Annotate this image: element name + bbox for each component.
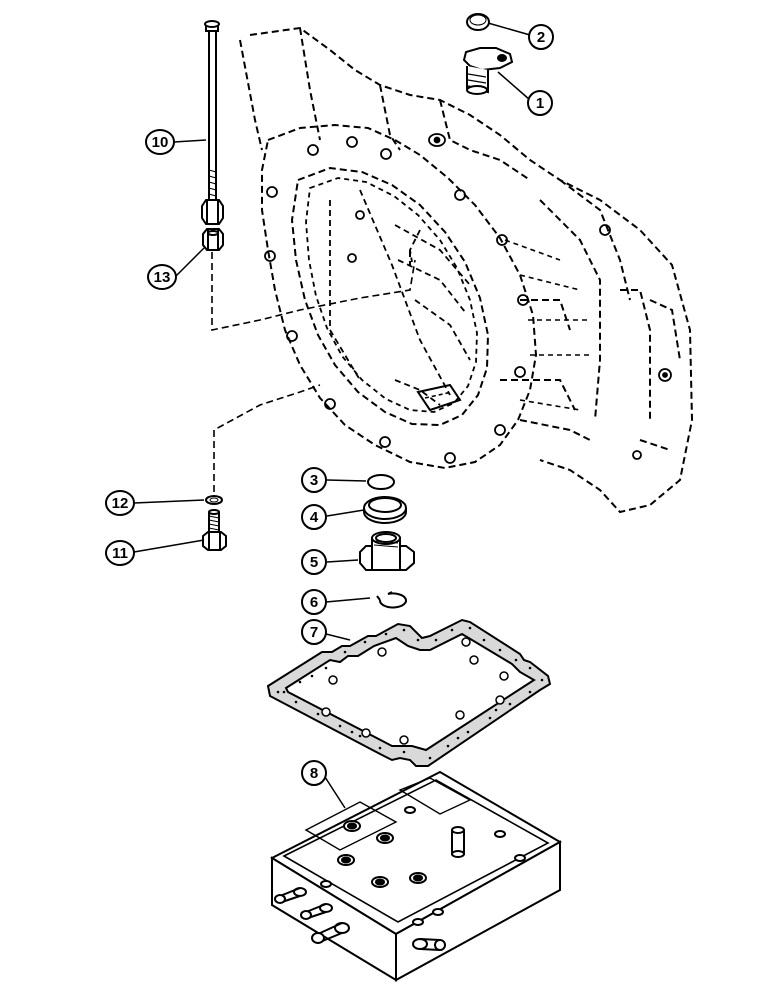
leader-10 (173, 139, 207, 143)
callout-12: 12 (105, 490, 135, 516)
stud-rod-part (201, 20, 224, 225)
leader-2 (487, 22, 531, 36)
leader-7 (325, 633, 351, 641)
retaining-ring-part (376, 591, 407, 609)
callout-13: 13 (147, 264, 177, 290)
gasket-part (266, 618, 552, 767)
svg-text:5: 5 (310, 554, 318, 571)
callout-6: 6 (301, 589, 327, 615)
assembly-line-washer (213, 384, 321, 492)
callout-1: 1 (527, 90, 553, 116)
leader-3 (326, 479, 367, 482)
seal-ring-part (363, 496, 407, 524)
valve-body-part (269, 770, 563, 982)
nut-part (202, 228, 224, 251)
flange-bolt-holes (264, 136, 529, 464)
svg-text:1: 1 (536, 95, 544, 112)
svg-text:6: 6 (310, 594, 318, 611)
callout-2: 2 (528, 24, 554, 50)
cap-screw-part (202, 509, 227, 551)
washer-part (205, 495, 223, 505)
callout-7: 7 (301, 619, 327, 645)
transmission-housing (239, 26, 694, 514)
svg-text:8: 8 (310, 765, 318, 782)
leader-13 (175, 247, 205, 277)
cap-part (466, 13, 490, 31)
bell-housing-flange (261, 123, 590, 470)
svg-text:13: 13 (154, 269, 171, 286)
svg-text:11: 11 (112, 545, 128, 562)
callout-8: 8 (301, 760, 327, 786)
o-ring-part (367, 474, 395, 490)
assembly-line-nut (211, 252, 416, 331)
leader-6 (325, 597, 371, 603)
callout-10: 10 (145, 129, 175, 155)
leader-5 (326, 559, 359, 563)
svg-text:4: 4 (310, 509, 319, 526)
callout-5: 5 (301, 549, 327, 575)
leader-8 (324, 776, 346, 809)
leader-lines (133, 22, 531, 809)
callout-3: 3 (301, 467, 327, 493)
svg-text:12: 12 (112, 495, 129, 512)
adapter-fitting-part (359, 531, 415, 571)
leader-12 (133, 499, 205, 504)
svg-text:2: 2 (537, 29, 545, 46)
leader-1 (497, 71, 531, 101)
svg-text:7: 7 (310, 624, 318, 641)
leader-11 (133, 539, 205, 553)
housing-bosses (428, 133, 672, 460)
svg-text:3: 3 (310, 472, 318, 489)
svg-text:10: 10 (152, 134, 169, 151)
callout-4: 4 (301, 504, 327, 530)
callout-11: 11 (105, 540, 135, 566)
flanged-plug-part (462, 47, 514, 95)
leader-4 (326, 509, 365, 517)
